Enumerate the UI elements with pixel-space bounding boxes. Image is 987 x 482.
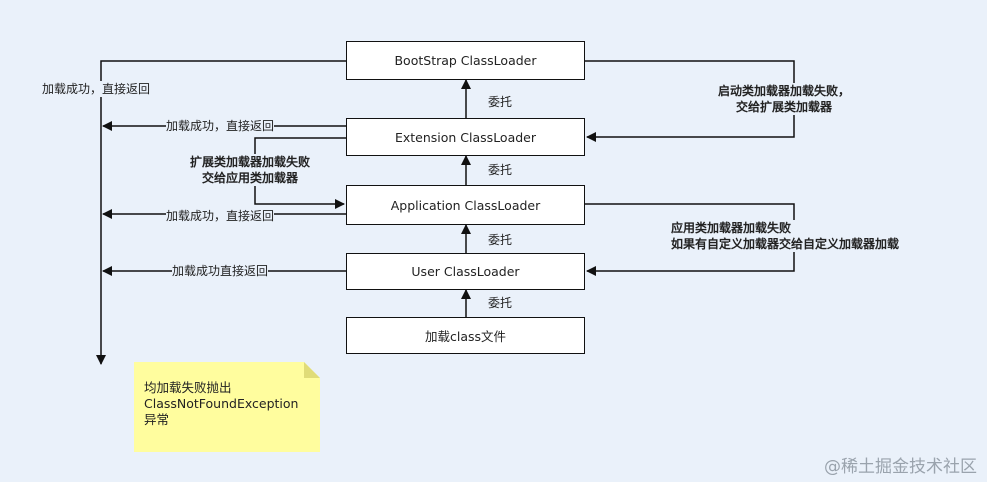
- sticky-note: 均加载失败抛出 ClassNotFoundException 异常: [134, 362, 320, 452]
- failure-label-bootstrap: 启动类加载器加载失败， 交给扩展类加载器: [718, 83, 851, 115]
- note-line1: 均加载失败抛出: [144, 380, 232, 395]
- failure-label-application-line2: 如果有自定义加载器交给自定义加载器加载: [671, 237, 900, 251]
- note-line3: 异常: [144, 412, 170, 427]
- watermark: @稀土掘金技术社区: [824, 457, 977, 477]
- failure-label-application: 应用类加载器加载失败 如果有自定义加载器交给自定义加载器加载: [671, 220, 900, 252]
- return-line-main: [96, 60, 346, 365]
- delegate-label: 委托: [488, 296, 513, 310]
- note-line2: ClassNotFoundException: [144, 396, 299, 411]
- success-label-application: 加载成功，直接返回: [166, 208, 275, 224]
- success-label-bootstrap: 加载成功，直接返回: [42, 81, 151, 97]
- extension-classloader-box: Extension ClassLoader: [346, 118, 585, 156]
- failure-label-extension: 扩展类加载器加载失败 交给应用类加载器: [190, 154, 311, 186]
- success-label-user: 加载成功直接返回: [172, 263, 269, 279]
- user-classloader-box: User ClassLoader: [346, 253, 585, 290]
- failure-label-bootstrap-line2: 交给扩展类加载器: [736, 100, 833, 114]
- failure-label-application-line1: 应用类加载器加载失败: [671, 221, 792, 235]
- success-label-extension: 加载成功，直接返回: [166, 118, 275, 134]
- bootstrap-classloader-box: BootStrap ClassLoader: [346, 41, 585, 80]
- load-class-file-box: 加载class文件: [346, 317, 585, 354]
- delegate-label: 委托: [488, 95, 513, 109]
- failure-label-bootstrap-line1: 启动类加载器加载失败，: [718, 84, 851, 98]
- delegate-label: 委托: [488, 233, 513, 247]
- failure-label-extension-line1: 扩展类加载器加载失败: [190, 155, 311, 169]
- application-classloader-box: Application ClassLoader: [346, 185, 585, 225]
- delegate-label: 委托: [488, 163, 513, 177]
- failure-label-extension-line2: 交给应用类加载器: [202, 171, 299, 185]
